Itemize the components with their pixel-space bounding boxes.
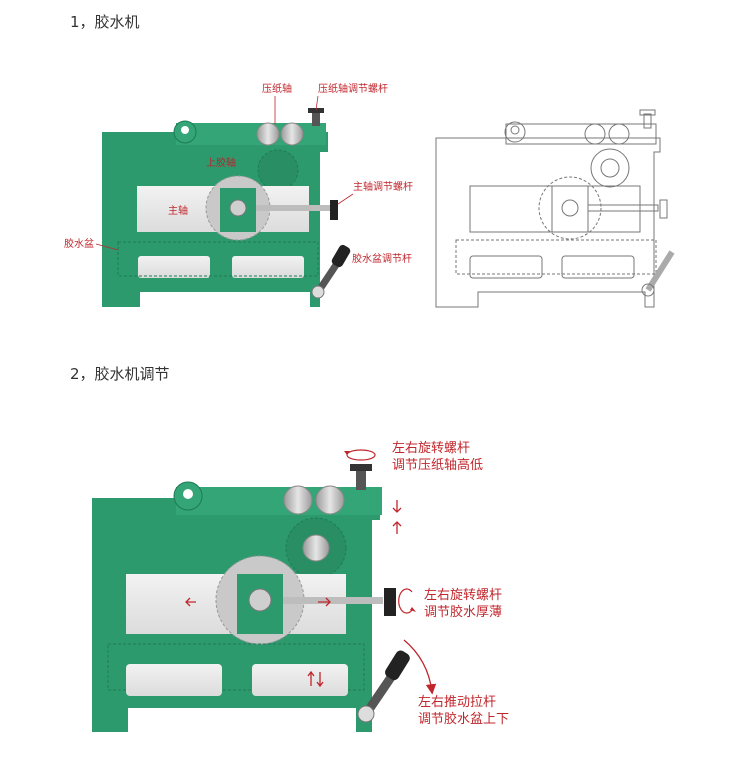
note-bottom-line1: 左右推动拉杆 bbox=[418, 695, 496, 710]
press-roller-large-right bbox=[315, 485, 345, 515]
section2-notes: 左右旋转螺杆 调节压纸轴高低 左右旋转螺杆 调节胶水厚薄 左右推动拉杆 调节胶水… bbox=[392, 441, 509, 727]
press-screw bbox=[312, 112, 320, 126]
note-bottom-line2: 调节胶水盆上下 bbox=[418, 711, 509, 727]
note-mid-line2: 调节胶水厚薄 bbox=[424, 604, 502, 620]
section2-heading: 2，胶水机调节 bbox=[70, 365, 170, 383]
glue-tray-large bbox=[107, 643, 365, 691]
press-roller-right bbox=[280, 122, 304, 146]
press-screw-large bbox=[356, 470, 366, 490]
upper-roller-large bbox=[302, 534, 330, 562]
tray-lever-large bbox=[385, 650, 410, 681]
label-press-screw: 压纸轴调节螺杆 bbox=[318, 82, 388, 95]
label-upper-roller: 上胶轴 bbox=[206, 156, 236, 169]
lower-panel-large-right bbox=[252, 664, 348, 696]
lower-panel-large-left bbox=[126, 664, 222, 696]
section1-heading: 1，胶水机 bbox=[70, 13, 140, 31]
tray-down-arrow bbox=[316, 672, 324, 688]
note-top-line2: 调节压纸轴高低 bbox=[392, 457, 483, 473]
note-mid-line1: 左右旋转螺杆 bbox=[424, 588, 502, 603]
note-top-line1: 左右旋转螺杆 bbox=[392, 441, 470, 456]
glue-machine-outline bbox=[435, 109, 675, 308]
section1-labels: 压纸轴 压纸轴调节螺杆 上胶轴 主轴 主轴调节螺杆 胶水盆 胶水盆调节杆 bbox=[64, 82, 413, 265]
adjust-arrows bbox=[185, 449, 437, 695]
lever-curve-arrow bbox=[403, 639, 437, 695]
label-main-shaft: 主轴 bbox=[168, 204, 188, 217]
pivot-hole bbox=[181, 126, 189, 134]
down-arrow bbox=[392, 500, 402, 513]
up-arrow bbox=[392, 521, 402, 534]
lower-panel-right bbox=[232, 256, 304, 278]
rotate-arrow-mid bbox=[398, 588, 413, 614]
left-arrow bbox=[185, 597, 196, 607]
press-arm-large bbox=[176, 487, 382, 515]
press-roller-large-left bbox=[283, 485, 313, 515]
lower-panel-left bbox=[138, 256, 210, 278]
right-arrow bbox=[318, 597, 331, 607]
rotate-arrow-top bbox=[346, 449, 376, 461]
tray-up-arrow bbox=[307, 670, 315, 686]
label-main-screw: 主轴调节螺杆 bbox=[353, 180, 413, 193]
press-roller-left bbox=[256, 122, 280, 146]
glue-machine-colored bbox=[102, 108, 351, 307]
glue-machine-adjust bbox=[92, 464, 410, 732]
label-glue-tray: 胶水盆 bbox=[64, 237, 94, 250]
label-tray-lever: 胶水盆调节杆 bbox=[352, 252, 412, 265]
label-press-shaft: 压纸轴 bbox=[262, 82, 292, 95]
tray-lever bbox=[331, 244, 351, 268]
main-screw-knob-large bbox=[384, 588, 396, 616]
main-screw-knob bbox=[330, 200, 338, 220]
